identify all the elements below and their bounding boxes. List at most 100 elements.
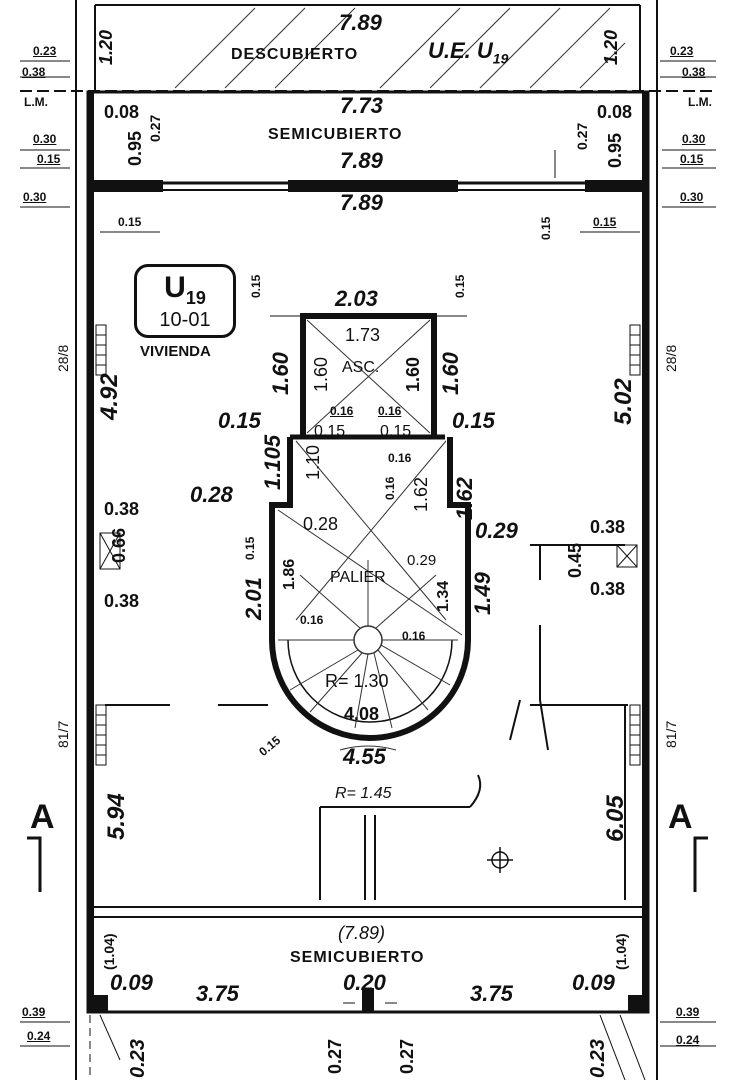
dim-bottom-039-left: 0.39 bbox=[22, 1005, 46, 1019]
dim-bottom-375-right: 3.75 bbox=[470, 981, 513, 1006]
dim-left-008: 0.08 bbox=[104, 102, 140, 122]
label-palier: PALIER bbox=[330, 569, 386, 586]
dim-right-605: 6.05 bbox=[602, 795, 629, 842]
dim-core-015-left: 0.15 bbox=[249, 274, 263, 298]
dim-core-160-left: 1.60 bbox=[268, 352, 293, 395]
dim-core-width: 2.03 bbox=[335, 286, 378, 311]
dim-right-038-bot: 0.38 bbox=[590, 579, 626, 599]
dim-bottom-027-a: 0.27 bbox=[325, 1038, 345, 1074]
dim-left-038-bot: 0.38 bbox=[104, 591, 140, 611]
dim-core-029-right: 0.29 bbox=[475, 518, 518, 543]
dim-right-502: 5.02 bbox=[610, 378, 637, 425]
dim-left-038: 0.38 bbox=[22, 65, 46, 79]
dim-right-015v: 0.15 bbox=[539, 216, 553, 240]
dim-core-015c: 0.15 bbox=[314, 423, 346, 440]
label-semicubierto-top: SEMICUBIERTO bbox=[268, 126, 403, 143]
dim-right-095: 0.95 bbox=[605, 132, 625, 168]
section-markers bbox=[27, 836, 708, 892]
dim-bottom-023-left: 0.23 bbox=[127, 1039, 149, 1078]
dim-core-201: 2.01 bbox=[241, 577, 266, 620]
core-diagonals bbox=[277, 319, 463, 636]
column-symbol bbox=[487, 847, 513, 873]
dim-bottom-023-right: 0.23 bbox=[587, 1039, 609, 1078]
dim-bottom-020: 0.20 bbox=[343, 970, 386, 995]
dim-core-016-l3: 0.16 bbox=[300, 613, 324, 627]
dim-semi-width: 7.73 bbox=[340, 93, 383, 118]
dim-radius-inner: R= 1.30 bbox=[325, 671, 389, 691]
dim-radius-outer: R= 1.45 bbox=[335, 785, 392, 802]
party-right-bottom: 81/7 bbox=[663, 720, 679, 748]
dim-top-width: 7.89 bbox=[339, 10, 382, 35]
dim-core-016v: 0.16 bbox=[383, 476, 397, 500]
dim-right-015a: 0.15 bbox=[680, 152, 704, 166]
unit-number: 10-01 bbox=[159, 309, 211, 331]
party-left-bottom: 81/7 bbox=[55, 720, 71, 748]
dim-core-149: 1.49 bbox=[470, 572, 495, 615]
dim-left-594: 5.94 bbox=[103, 793, 130, 840]
dim-left-027: 0.27 bbox=[147, 114, 163, 142]
dim-core-134: 1.34 bbox=[435, 580, 452, 612]
dim-right-030a: 0.30 bbox=[682, 132, 706, 146]
dim-top-depth-left: 1.20 bbox=[96, 29, 116, 65]
label-ue-sub: 19 bbox=[492, 50, 509, 67]
unit-code-main: U bbox=[164, 271, 186, 304]
label-asc: ASC. bbox=[342, 359, 380, 376]
dim-arc-inner: 4.08 bbox=[344, 704, 380, 724]
label-section-left: A bbox=[30, 798, 55, 836]
dim-core-015d: 0.15 bbox=[380, 423, 412, 440]
dim-right-008: 0.08 bbox=[597, 102, 633, 122]
dim-bottom-104-right: (1.04) bbox=[613, 933, 629, 970]
dim-core-016a: 0.16 bbox=[330, 404, 354, 418]
unit-code: U19 bbox=[137, 271, 233, 309]
dim-bottom-024-right: 0.24 bbox=[676, 1033, 700, 1047]
dim-bottom-027-b: 0.27 bbox=[397, 1038, 417, 1074]
dim-bottom-375-left: 3.75 bbox=[196, 981, 239, 1006]
dim-left-492: 4.92 bbox=[96, 373, 123, 420]
label-ue-main: U.E. U bbox=[428, 38, 493, 63]
dim-left-038-top: 0.38 bbox=[104, 499, 140, 519]
dim-bottom-104-left: (1.04) bbox=[101, 933, 117, 970]
label-lm-right: L.M. bbox=[688, 95, 712, 109]
dim-right-015b: 0.15 bbox=[593, 215, 617, 229]
wall-ticks bbox=[95, 324, 641, 766]
dim-arc-outer: 4.55 bbox=[343, 744, 386, 769]
dim-core-160-inner-r: 1.60 bbox=[403, 356, 423, 392]
dim-core-029-inner: 0.29 bbox=[407, 552, 437, 569]
dimension-lines bbox=[20, 60, 716, 1080]
dim-bottom-789: (7.89) bbox=[338, 923, 386, 943]
dim-left-015b: 0.15 bbox=[118, 215, 142, 229]
dim-core-015-r2: 0.15 bbox=[452, 408, 495, 433]
dim-left-023: 0.23 bbox=[33, 44, 57, 58]
dim-core-016c: 0.16 bbox=[388, 451, 412, 465]
dim-core-015-v2: 0.15 bbox=[243, 536, 257, 560]
label-ue: U.E. U19 bbox=[428, 38, 509, 67]
dim-core-162-inner: 1.62 bbox=[411, 476, 431, 512]
dim-core-015-l2: 0.15 bbox=[218, 408, 261, 433]
dim-left-095: 0.95 bbox=[125, 130, 145, 166]
dim-bottom-039-right: 0.39 bbox=[676, 1005, 700, 1019]
label-section-right: A bbox=[668, 798, 693, 836]
party-right-top: 28/8 bbox=[663, 344, 679, 372]
dim-semi-lower-width: 7.89 bbox=[340, 148, 383, 173]
dim-core-016b: 0.16 bbox=[378, 404, 402, 418]
dim-core-016-r3: 0.16 bbox=[402, 629, 426, 643]
label-lm-left: L.M. bbox=[24, 95, 48, 109]
dim-core-1105: 1.105 bbox=[260, 434, 285, 490]
party-left-top: 28/8 bbox=[55, 344, 71, 372]
building-walls bbox=[86, 90, 650, 1014]
unit-code-sub: 19 bbox=[185, 288, 206, 308]
label-semicubierto-bottom: SEMICUBIERTO bbox=[290, 949, 425, 966]
dim-core-028-inner: 0.28 bbox=[303, 514, 339, 534]
dim-right-038: 0.38 bbox=[682, 65, 706, 79]
label-vivienda: VIVIENDA bbox=[140, 343, 211, 360]
dim-core-015-right: 0.15 bbox=[453, 274, 467, 298]
dim-core-186: 1.86 bbox=[281, 558, 298, 590]
dim-core-inner: 1.73 bbox=[345, 325, 381, 345]
core-walls bbox=[269, 313, 471, 741]
label-descubierto: DESCUBIERTO bbox=[231, 46, 359, 63]
dim-left-015a: 0.15 bbox=[37, 152, 61, 166]
dim-bottom-024-left: 0.24 bbox=[27, 1029, 51, 1043]
party-lines bbox=[75, 0, 658, 1080]
dim-right-038-top: 0.38 bbox=[590, 517, 626, 537]
